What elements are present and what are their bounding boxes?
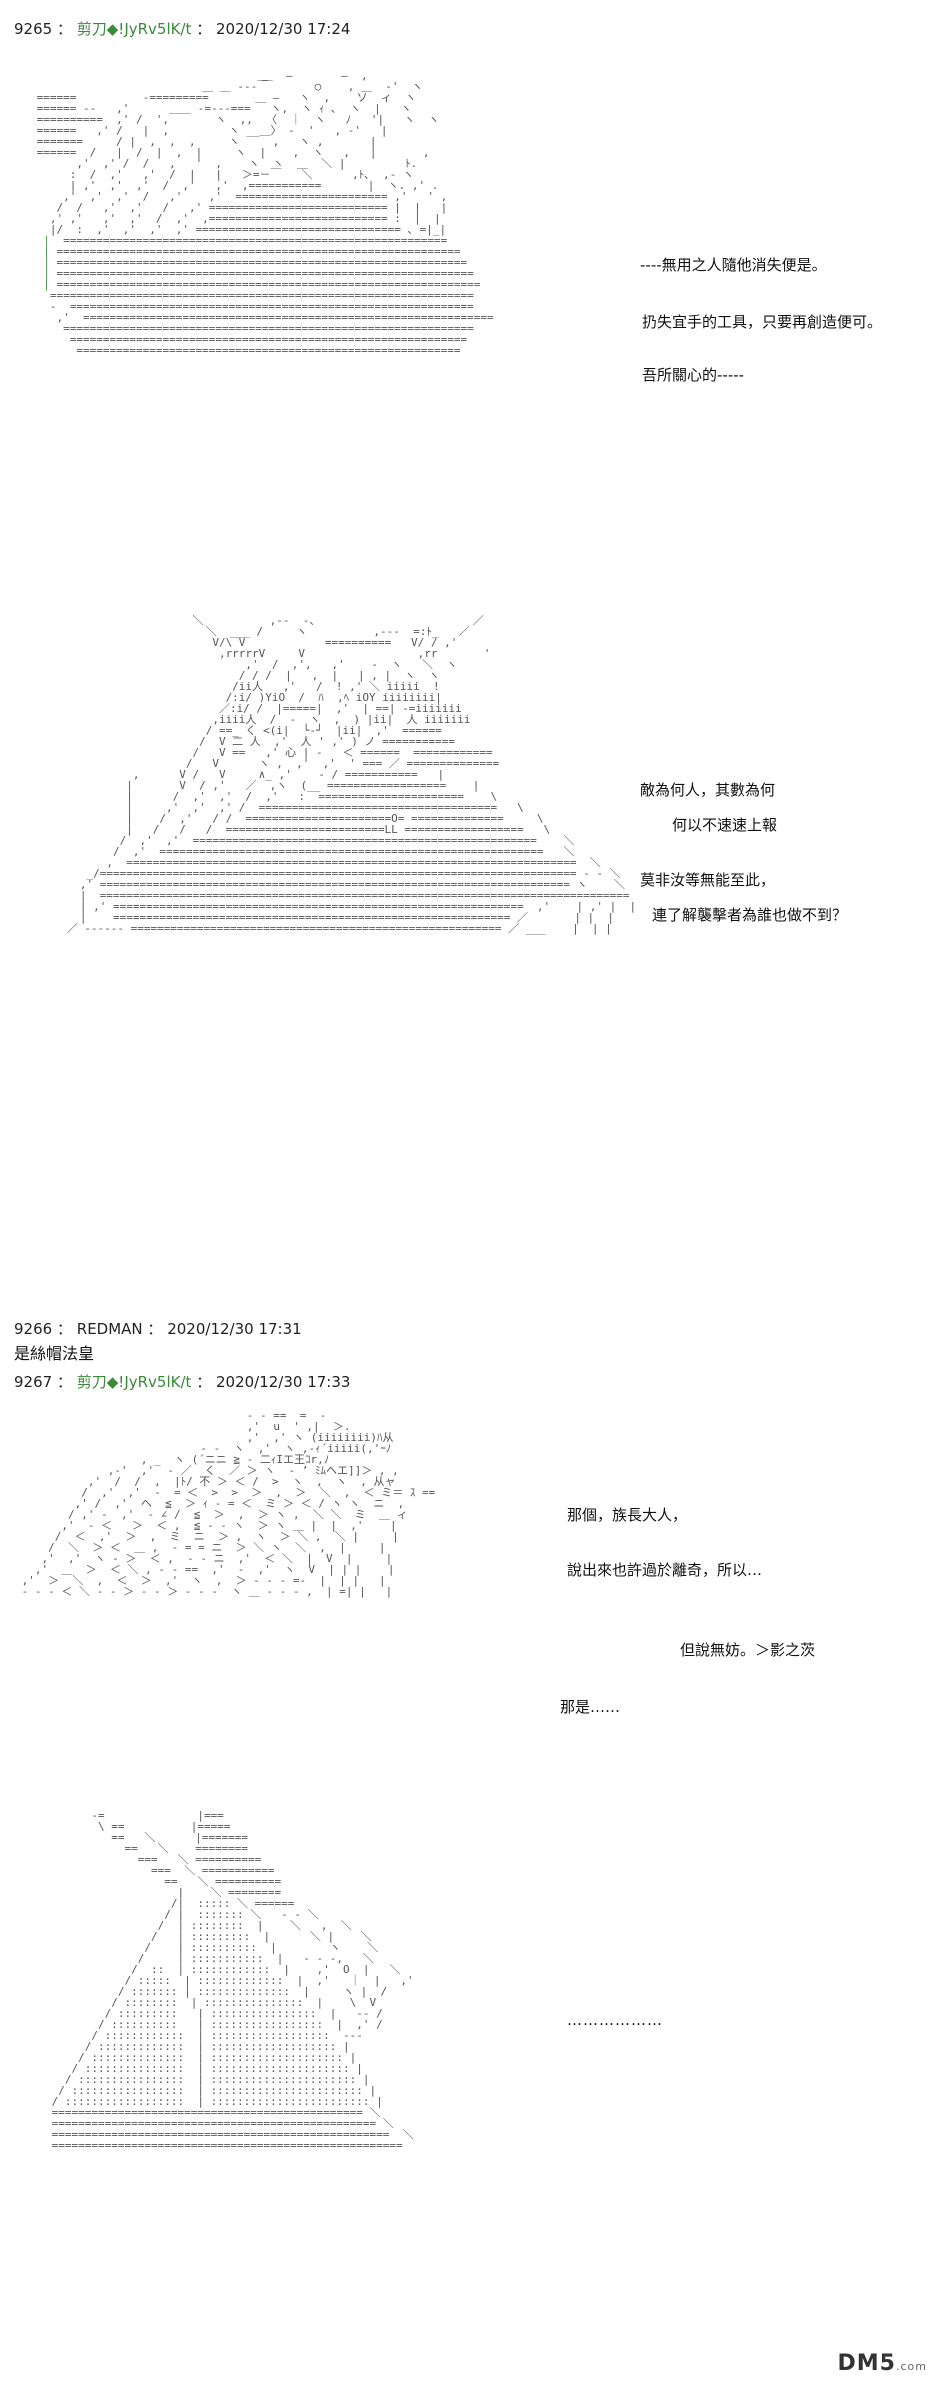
ascii-art-panel-1: ＿ ― ￣ ￣ ― , ＿ ＿ --‐￣ ○ , ＿ ‐' ヽ ====== ‐…	[36, 70, 494, 357]
ascii-art-panel-2: ＼ ,‐‐ ‐、 ／ ＼ ___ / ヽ ,‐‐‐ =:ﾄ_ ／ V/\ V =…	[66, 615, 637, 935]
poster-name[interactable]: 剪刀◆!JyRv5lK/t	[76, 1373, 192, 1391]
dialog-line: 說出來也許過於離奇，所以…	[567, 1561, 763, 1579]
post-header-9265: 9265 ： 剪刀◆!JyRv5lK/t ： 2020/12/30 17:24	[14, 20, 351, 38]
dialog-line: 那個，族長大人，	[567, 1506, 688, 1524]
dialog-line: 何以不速速上報	[672, 816, 778, 834]
dialog-line: 敵為何人，其數為何	[640, 781, 776, 799]
post-header-9266: 9266 ： REDMAN ： 2020/12/30 17:31	[14, 1320, 302, 1338]
watermark-logo: DM5.com	[837, 2351, 927, 2376]
dialog-line: 那是……	[560, 1698, 621, 1716]
post-header-9267: 9267 ： 剪刀◆!JyRv5lK/t ： 2020/12/30 17:33	[14, 1373, 351, 1391]
ascii-art-panel-3: ‐ ‐ == = ‐ ,' u ' ,| ＞. ,' ,' ヽ (iiiiiii…	[21, 1410, 436, 1598]
dialog-line: 連了解襲擊者為誰也做不到？	[652, 906, 848, 924]
dialog-line: ………………	[567, 2011, 663, 2029]
post-date: 2020/12/30 17:31	[167, 1320, 302, 1338]
post-body: 是絲帽法皇	[14, 1344, 95, 1363]
poster-name[interactable]: REDMAN	[76, 1320, 143, 1338]
post-number: 9267	[14, 1373, 53, 1391]
post-number: 9266	[14, 1320, 53, 1338]
dialog-line: ----無用之人隨他消失便是。	[640, 256, 827, 274]
dialog-line: 吾所關心的-----	[642, 366, 745, 384]
poster-name[interactable]: 剪刀◆!JyRv5lK/t	[76, 20, 192, 38]
ascii-art-panel-4: ‐= |=== \ == |===== == ＼ |======= == ＼ =…	[51, 1810, 414, 2152]
dialog-line: 但說無妨。＞影之茨	[680, 1641, 816, 1659]
post-date: 2020/12/30 17:24	[215, 20, 351, 38]
dialog-line: 扔失宜手的工具，只要再創造便可。	[642, 313, 883, 331]
dialog-line: 莫非汝等無能至此，	[640, 871, 776, 889]
post-date: 2020/12/30 17:33	[215, 1373, 351, 1391]
post-number: 9265	[14, 20, 53, 38]
